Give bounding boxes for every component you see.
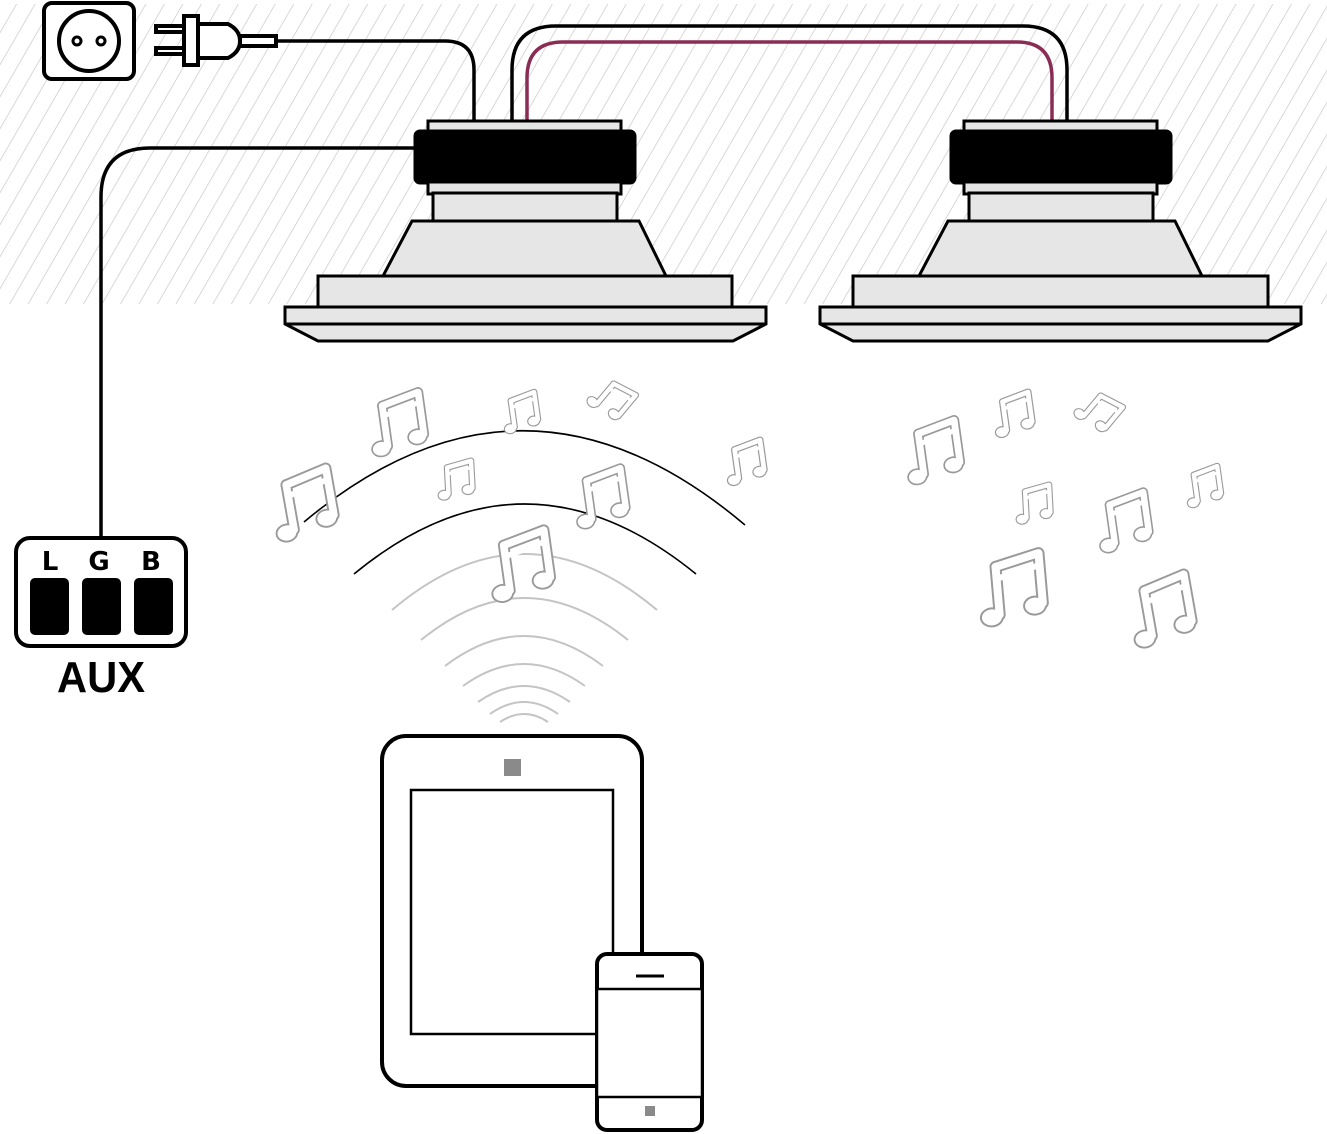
music-note-icon: [1124, 574, 1199, 651]
power-outlet-icon: [42, 1, 136, 81]
music-note-icon: [1182, 466, 1224, 509]
music-note-icon: [722, 440, 768, 487]
music-note-icon: [1014, 485, 1053, 525]
power-plug-icon: [154, 14, 278, 67]
music-note-icon: [584, 373, 637, 427]
music-note-icon: [975, 553, 1049, 629]
music-note-icon: [499, 392, 541, 435]
music-note-icon: [266, 468, 341, 545]
music-note-icon: [990, 392, 1036, 439]
music-note-icon: [364, 392, 430, 459]
music-note-icon: [1071, 385, 1124, 439]
music-notes-right: [900, 385, 1224, 651]
music-notes-left: [266, 373, 768, 605]
music-note-icon: [436, 461, 475, 501]
ceiling-speaker-icon: [818, 119, 1303, 343]
aux-pin-b-label: B: [141, 547, 161, 577]
aux-pin-l-label: L: [42, 547, 59, 577]
aux-connector: L G B AUX: [14, 536, 188, 702]
aux-pin-g-label: G: [88, 547, 109, 577]
smartphone-icon: [595, 952, 704, 1132]
music-note-icon: [484, 530, 557, 605]
music-note-icon: [900, 420, 966, 487]
aux-title: AUX: [57, 653, 145, 702]
music-note-icon: [1093, 492, 1155, 555]
music-note-icon: [570, 468, 632, 531]
speaker-link-cable: [510, 24, 1069, 122]
aux-cable: [99, 146, 415, 538]
wireless-waves-icon: [391, 553, 658, 723]
power-cable: [276, 39, 476, 122]
ceiling-speaker-icon: [283, 119, 768, 343]
tablet-icon: [380, 734, 644, 1088]
sound-arcs: [303, 429, 746, 575]
